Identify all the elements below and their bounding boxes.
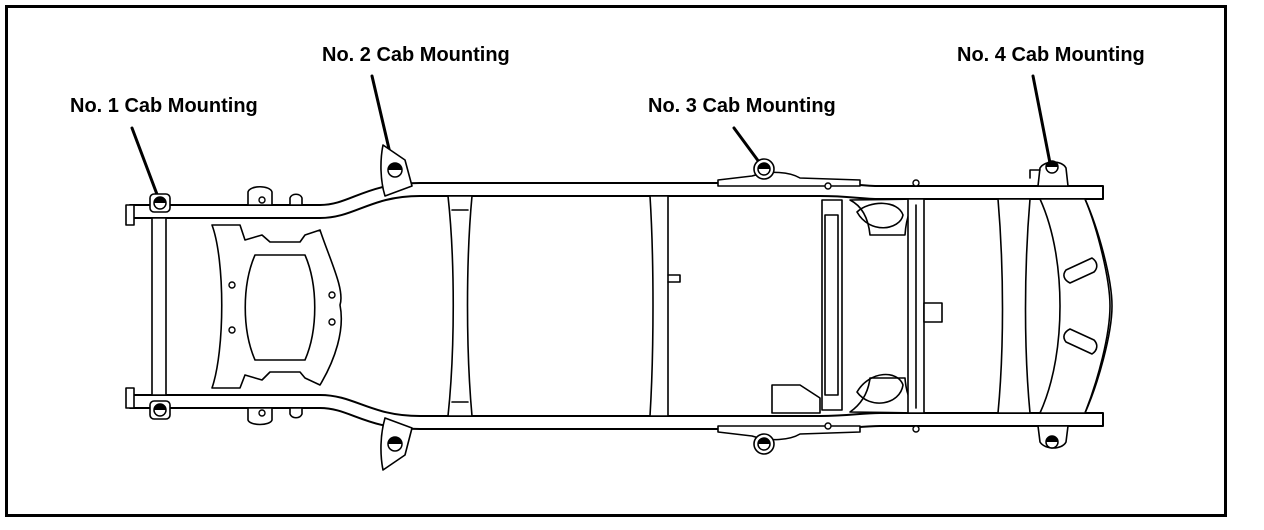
frame-hole bbox=[228, 281, 236, 289]
frame-hole bbox=[328, 291, 336, 299]
frame-hole bbox=[824, 422, 832, 430]
rear-hitch-outline bbox=[1084, 198, 1113, 414]
callout-label-mount-4: No. 4 Cab Mounting bbox=[957, 44, 1145, 66]
spring-hanger-lower bbox=[289, 407, 303, 419]
cab-mount-no2-lower bbox=[387, 436, 403, 452]
leader-line-mount-4 bbox=[1031, 74, 1052, 165]
leader-line-mount-3 bbox=[732, 126, 764, 168]
frame-hole bbox=[912, 425, 920, 433]
rear-spring-opening-lower bbox=[856, 373, 904, 404]
rear-spring-opening-upper bbox=[856, 202, 904, 229]
cab-mount-no1-upper bbox=[149, 193, 171, 213]
rear-end-crossmember bbox=[997, 198, 1031, 414]
engine-crossmember bbox=[211, 224, 343, 389]
lower-side-rail bbox=[129, 394, 1104, 430]
no4-mount-hook bbox=[1029, 169, 1041, 179]
lower-rail-bracket bbox=[771, 384, 821, 414]
engine-crossmember-opening bbox=[244, 254, 316, 361]
cab-mount-points bbox=[149, 158, 1059, 455]
frame-hole bbox=[228, 326, 236, 334]
crossmember-3 bbox=[649, 195, 669, 417]
rear-crossmember-tab bbox=[923, 302, 943, 323]
rear-hitch-slot-lower bbox=[1063, 328, 1098, 355]
frame-hole bbox=[912, 179, 920, 187]
front-crossmember bbox=[151, 217, 167, 396]
no3-mount-bracket-upper bbox=[717, 171, 861, 187]
cab-mount-no4-upper bbox=[1045, 160, 1059, 174]
upper-side-rail bbox=[129, 182, 1104, 219]
frame-hole bbox=[258, 196, 266, 204]
no3-mount-bracket-lower bbox=[717, 425, 861, 441]
spring-hanger-upper bbox=[289, 193, 303, 206]
transmission-crossmember-flange bbox=[824, 214, 839, 396]
cab-mount-no3-upper bbox=[753, 158, 775, 180]
leader-line-mount-1 bbox=[130, 126, 160, 199]
cab-mount-no2-upper bbox=[387, 162, 403, 178]
front-mount-bracket-upper bbox=[247, 185, 273, 206]
callout-label-mount-3: No. 3 Cab Mounting bbox=[648, 95, 836, 117]
chassis-frame bbox=[125, 144, 1113, 471]
callout-label-mount-2: No. 2 Cab Mounting bbox=[322, 44, 510, 66]
rear-hitch-plate bbox=[1039, 198, 1111, 414]
cab-mount-no1-lower bbox=[149, 400, 171, 420]
frame-hole bbox=[824, 182, 832, 190]
front-bracket-lower bbox=[125, 387, 135, 409]
cab-mount-no3-lower bbox=[753, 433, 775, 455]
crossmember-2 bbox=[447, 195, 473, 417]
front-bracket-upper bbox=[125, 204, 135, 226]
frame-hole bbox=[328, 318, 336, 326]
crossmember-3-tab bbox=[667, 274, 681, 283]
frame-hole bbox=[258, 409, 266, 417]
front-mount-bracket-lower bbox=[247, 407, 273, 426]
cab-mount-no4-lower bbox=[1045, 435, 1059, 449]
rear-hitch-slot-upper bbox=[1063, 257, 1098, 284]
callout-label-mount-1: No. 1 Cab Mounting bbox=[70, 95, 258, 117]
